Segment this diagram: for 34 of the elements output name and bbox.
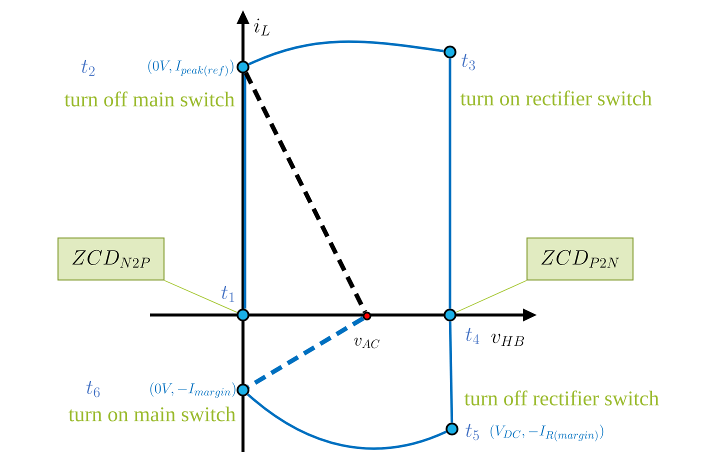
curve-line [248,40,444,66]
leader-line [164,280,238,313]
point-marker [444,308,456,322]
point-marker [446,422,458,436]
coordinate-label: $(V_{DC}, -I_{R(margin)})$ [490,424,604,442]
point-marker [236,60,250,74]
zcd-box: $ZCD_{N2P}$ [58,238,164,280]
curve-line [244,73,246,309]
point-label: $v_{AC}$ [354,338,380,348]
switch-note: turn off rectifier switch [464,390,659,406]
point-marker [444,46,456,58]
point-marker [236,384,250,396]
point-label: $t_1$ [221,286,234,302]
curve-line [246,393,447,450]
curve-line [448,58,452,309]
leader-line [455,280,527,313]
axis-label: $i_L$ [254,18,270,36]
switch-note: turn off main switch [64,92,235,106]
dashed-line [244,72,368,314]
point-marker [362,312,372,320]
coordinate-label: $(0V, I_{peak(ref)})$ [148,60,234,76]
coordinate-label: $(0V, -I_{margin})$ [150,382,236,398]
dashed-line [247,316,364,389]
curve-line [448,321,454,423]
switch-note: turn on main switch [68,406,236,422]
point-label: $t_4$ [466,328,480,344]
zcd-box: $ZCD_{P2N}$ [526,238,634,280]
switch-note: turn on rectifier switch [460,90,652,106]
point-marker [236,308,250,322]
point-label: $t_3$ [462,54,475,70]
axis-label: $v_{HB}$ [491,334,524,346]
point-label: $t_6$ [86,380,100,398]
point-label: $t_5$ [466,424,479,440]
point-label: $t_2$ [81,60,95,76]
